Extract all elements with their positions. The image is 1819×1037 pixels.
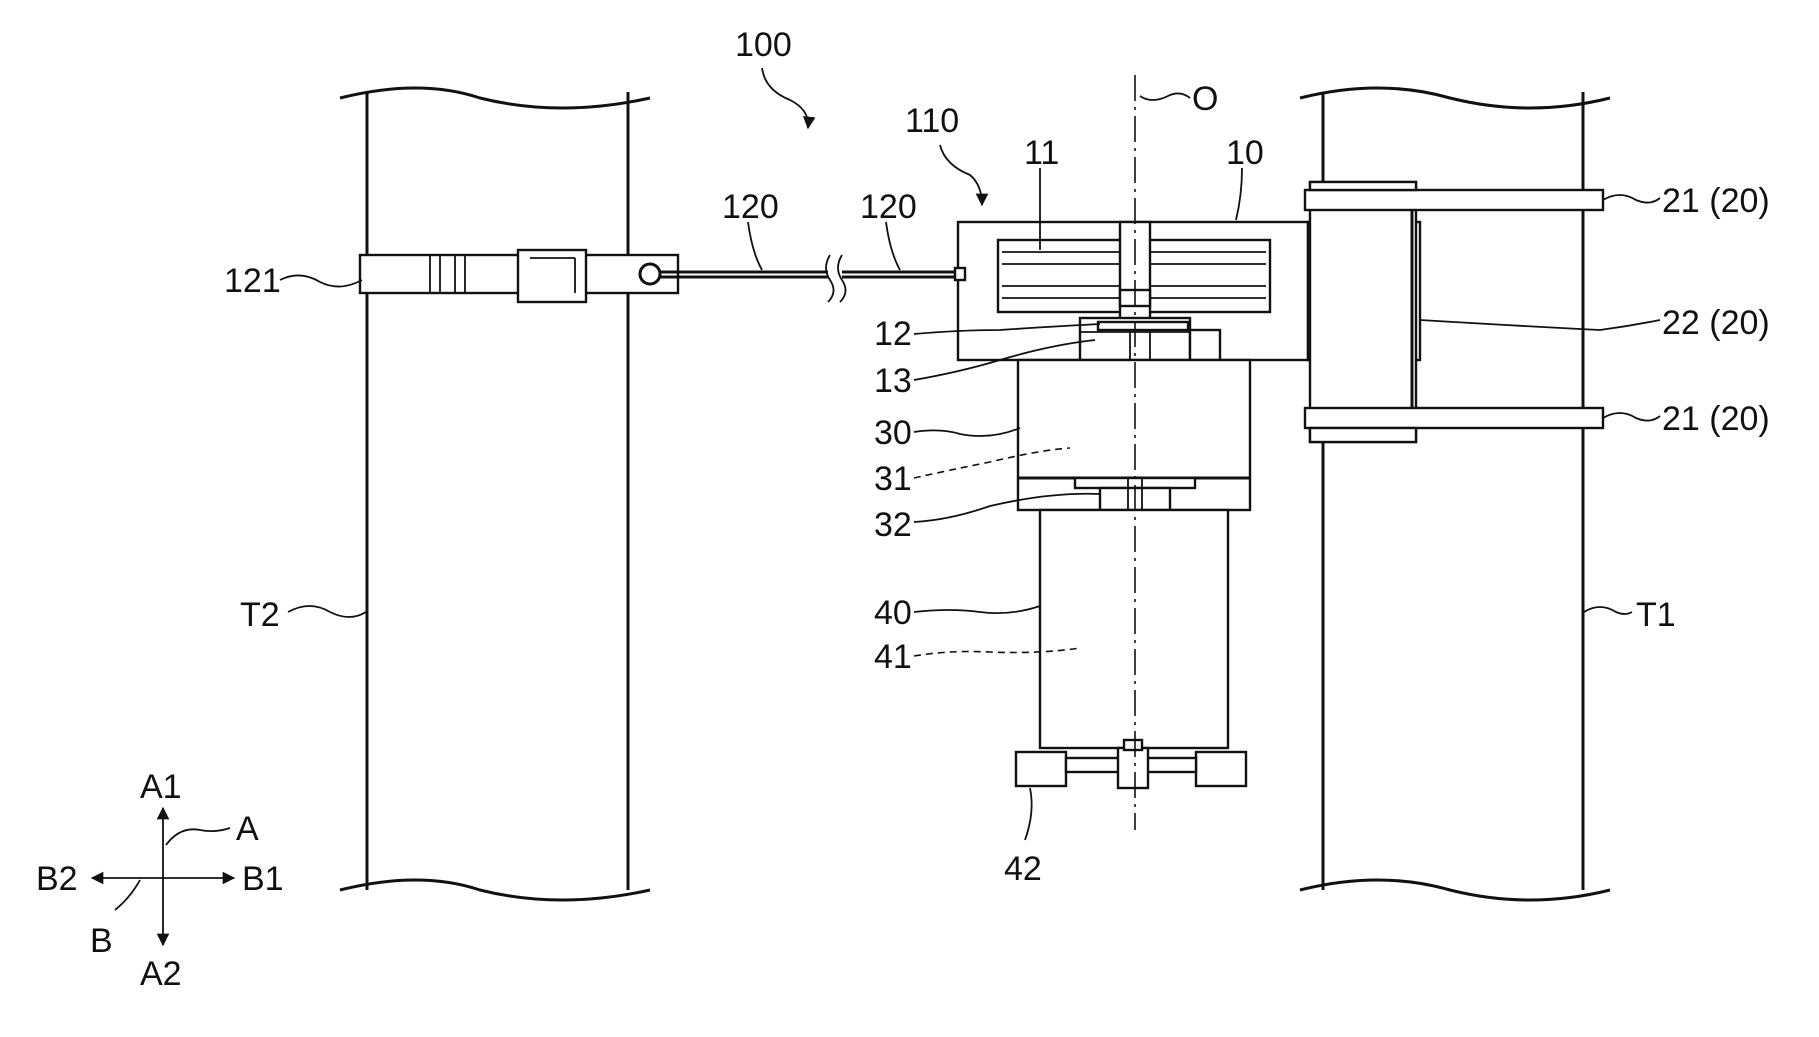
label-22: 22 (20) [1662,304,1770,342]
label-11: 11 [1024,134,1059,172]
label-t1: T1 [1636,596,1676,634]
label-110: 110 [905,102,959,140]
label-a2: A2 [140,955,182,993]
clamp-assembly [1305,182,1603,442]
label-a1: A1 [140,768,182,806]
label-12: 12 [874,315,912,353]
label-10: 10 [1226,134,1264,172]
label-100: 100 [735,26,792,64]
label-120-left: 120 [722,188,779,226]
motor [1040,510,1228,748]
reducer [1018,360,1250,510]
direction-indicator [92,808,234,945]
anchor-strap [360,250,678,302]
label-40: 40 [874,594,912,632]
tower-t2 [340,88,650,900]
label-32: 32 [874,506,912,544]
label-t2: T2 [240,596,280,634]
wire [660,255,958,302]
label-21-upper: 21 (20) [1662,182,1770,220]
label-13: 13 [874,362,912,400]
label-121: 121 [224,262,281,300]
label-b1: B1 [242,860,284,898]
label-a: A [236,810,259,848]
label-21-lower: 21 (20) [1662,400,1770,438]
label-b2: B2 [36,860,78,898]
label-41: 41 [874,638,912,676]
label-120-right: 120 [860,188,917,226]
label-b: B [90,922,113,960]
leader-lines [280,68,1660,840]
label-42: 42 [1004,850,1042,888]
label-30: 30 [874,414,912,452]
label-axis-o: O [1192,80,1218,118]
label-31: 31 [874,460,912,498]
